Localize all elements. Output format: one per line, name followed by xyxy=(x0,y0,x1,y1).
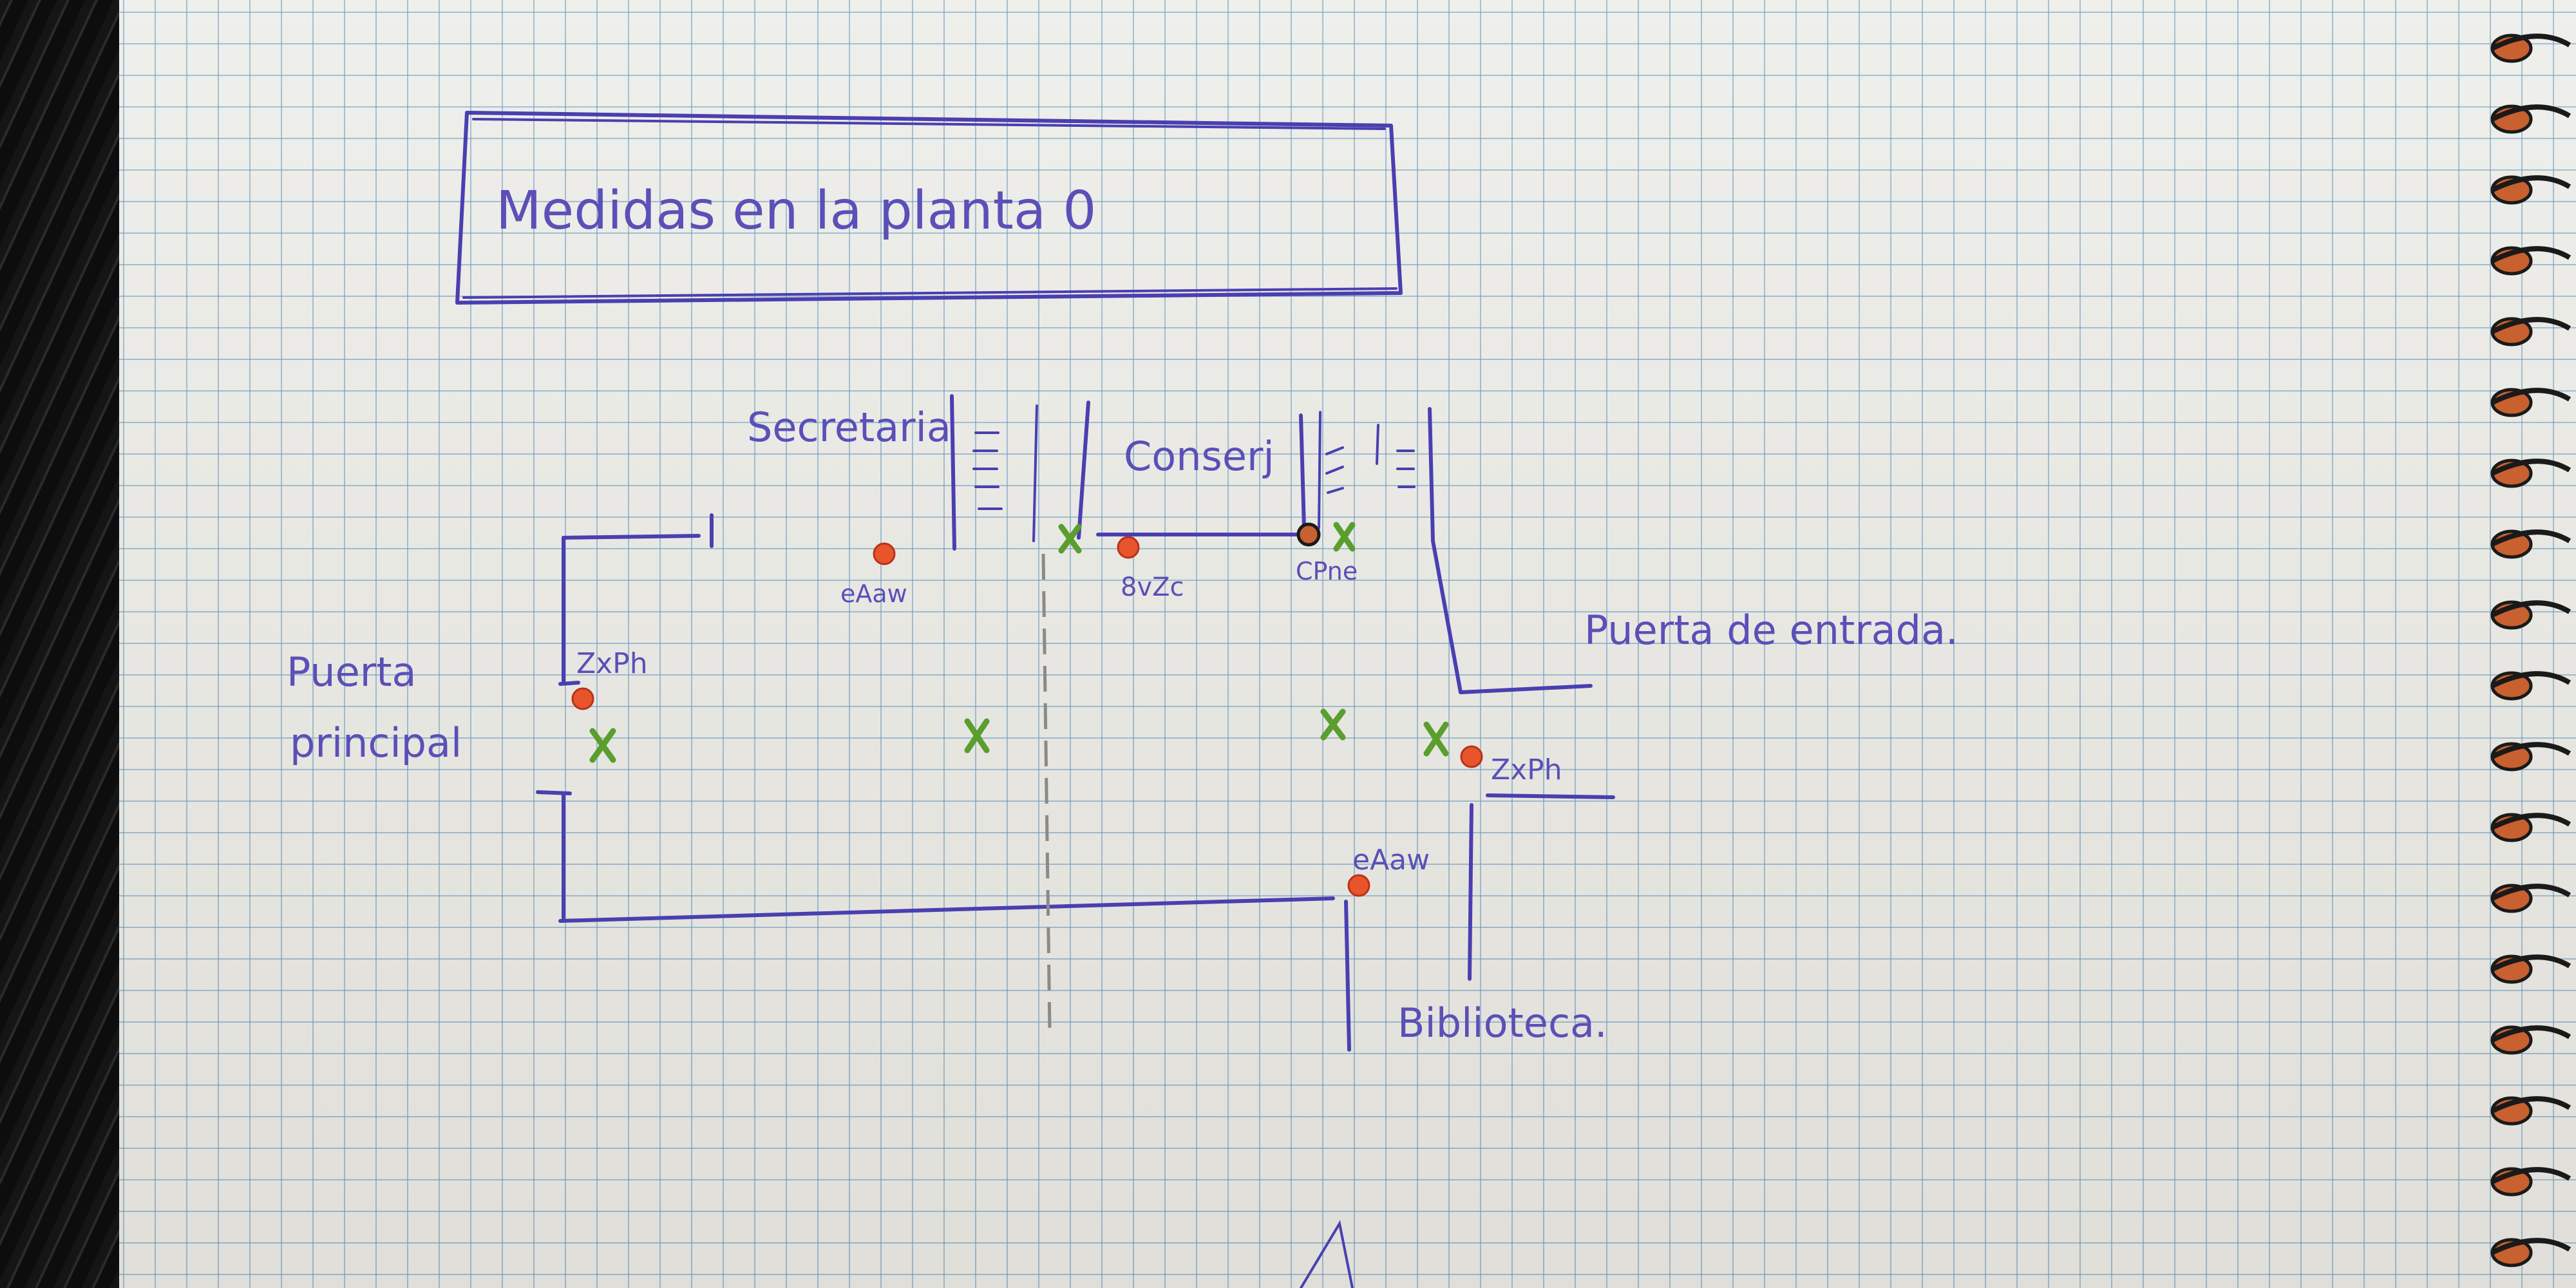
label-biblioteca: Biblioteca. xyxy=(1397,999,1607,1046)
node-marker-8vzc xyxy=(1117,536,1140,559)
spiral-wire xyxy=(2491,388,2571,405)
measurement-point-crosses xyxy=(589,522,1449,763)
spiral-wire xyxy=(2491,742,2571,759)
spiral-binding xyxy=(2490,33,2571,1267)
spiral-wire xyxy=(2491,33,2571,51)
node-marker-eaaw-2 xyxy=(1347,874,1370,897)
pencil-divider-line xyxy=(1041,553,1052,1031)
spiral-wire xyxy=(2491,1238,2571,1255)
node-marker-zxph-1 xyxy=(571,687,594,710)
page-title: Medidas en la planta 0 xyxy=(496,180,1096,242)
partial-ink-stroke xyxy=(1300,1220,1354,1288)
spiral-wire xyxy=(2491,813,2571,830)
spiral-wire xyxy=(2491,671,2571,688)
label-puerta-principal-line2: principal xyxy=(290,719,462,766)
spiral-wire xyxy=(2491,317,2571,334)
spiral-wire xyxy=(2491,1096,2571,1113)
label-puerta-principal-line1: Puerta xyxy=(287,649,417,696)
spiral-wire xyxy=(2491,1167,2571,1184)
room-labels: Secretaria Conserj Puerta principal Puer… xyxy=(287,404,1958,1046)
spiral-wire xyxy=(2491,1025,2571,1043)
measurement-cross xyxy=(1320,708,1346,741)
floor-plan-walls xyxy=(536,394,1615,1052)
spiral-wire xyxy=(2491,246,2571,263)
spiral-wire xyxy=(2491,884,2571,901)
label-puerta-entrada: Puerta de entrada. xyxy=(1584,607,1958,654)
node-label-8vzc: 8vZc xyxy=(1121,573,1184,602)
measurement-cross xyxy=(1333,522,1356,552)
label-secretaria: Secretaria xyxy=(747,404,951,451)
spiral-wire xyxy=(2491,104,2571,122)
node-marker-cpne xyxy=(1296,522,1321,547)
spiral-wire xyxy=(2491,459,2571,476)
spiral-wire xyxy=(2491,954,2571,972)
node-marker-zxph-2 xyxy=(1460,745,1483,768)
node-marker-eaaw-1 xyxy=(873,542,896,565)
spiral-wire xyxy=(2491,529,2571,547)
spiral-wire xyxy=(2491,175,2571,193)
grid-paper-sheet xyxy=(119,0,2576,1288)
measurement-cross xyxy=(1423,721,1449,757)
node-label-zxph-1: ZxPh xyxy=(576,647,648,680)
label-conserje: Conserj xyxy=(1124,433,1274,480)
measurement-cross xyxy=(589,728,616,763)
node-label-eaaw-1: eAaw xyxy=(840,580,907,608)
spiral-wire xyxy=(2491,600,2571,618)
node-label-eaaw-2: eAaw xyxy=(1352,844,1430,876)
node-label-cpne: CPne xyxy=(1296,557,1358,585)
node-label-zxph-2: ZxPh xyxy=(1491,753,1562,786)
measurement-cross xyxy=(1058,524,1082,554)
node-markers: eAaw 8vZc CPne ZxPh ZxPh eAaw xyxy=(571,522,1562,897)
title-box: Medidas en la planta 0 xyxy=(455,111,1403,305)
desk-background xyxy=(0,0,122,1288)
measurement-cross xyxy=(964,718,990,753)
